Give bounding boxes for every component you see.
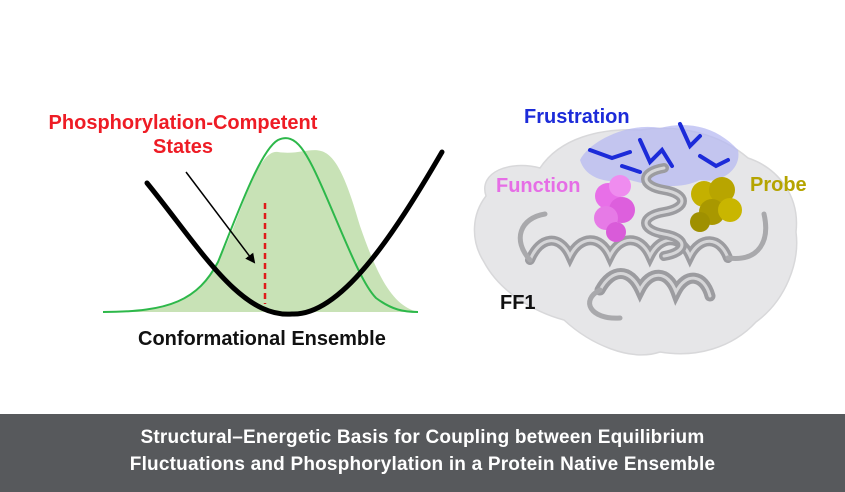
protein-structure bbox=[473, 122, 798, 356]
population-distribution bbox=[103, 150, 418, 312]
energy-diagram bbox=[102, 137, 445, 317]
probe-label: Probe bbox=[750, 174, 807, 196]
probe-residues bbox=[690, 177, 742, 232]
frustration-label: Frustration bbox=[524, 106, 630, 128]
competent-states-label-line1: Phosphorylation-Competent bbox=[48, 112, 318, 134]
function-residues bbox=[594, 175, 635, 242]
loop-right bbox=[725, 211, 769, 261]
loop-bottom bbox=[587, 287, 623, 321]
protein-name-label: FF1 bbox=[500, 292, 536, 314]
pointer-arrow bbox=[185, 171, 256, 264]
helix-lower-highlight bbox=[598, 272, 712, 298]
helix-back-highlight bbox=[528, 238, 730, 262]
title-line-2: Fluctuations and Phosphorylation in a Pr… bbox=[129, 454, 716, 475]
loop-left bbox=[517, 211, 548, 263]
frustration-sticks bbox=[588, 122, 730, 174]
conformational-ensemble-label: Conformational Ensemble bbox=[138, 328, 386, 350]
title-line-1: Structural–Energetic Basis for Coupling … bbox=[140, 427, 705, 448]
helix-central-highlight bbox=[644, 166, 684, 258]
title-banner: Structural–Energetic Basis for Coupling … bbox=[0, 414, 845, 492]
energy-well-curve bbox=[144, 149, 445, 317]
function-label: Function bbox=[496, 175, 581, 197]
population-distribution-outline bbox=[102, 137, 419, 313]
competent-states-label-line2: States bbox=[152, 136, 214, 158]
